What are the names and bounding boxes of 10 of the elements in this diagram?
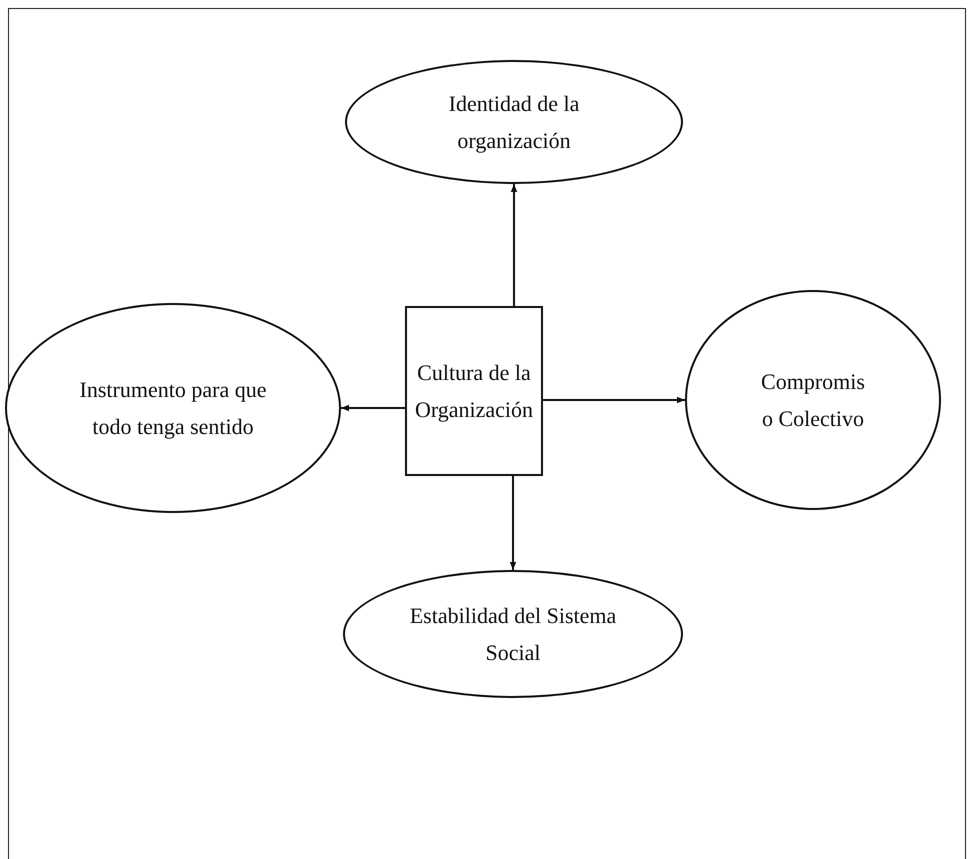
arrow: [510, 184, 518, 306]
node-label: Estabilidad del Sistema Social: [408, 602, 618, 667]
node-label: Instrumento para que todo tenga sentido: [78, 376, 268, 441]
node-label: Identidad de la organización: [448, 90, 580, 155]
arrow: [341, 404, 405, 412]
arrow: [510, 476, 516, 570]
node-label: Compromis o Colectivo: [760, 368, 866, 433]
arrow: [543, 396, 685, 404]
node-label: Cultura de la Organización: [414, 358, 534, 424]
concept-box: [405, 306, 543, 476]
